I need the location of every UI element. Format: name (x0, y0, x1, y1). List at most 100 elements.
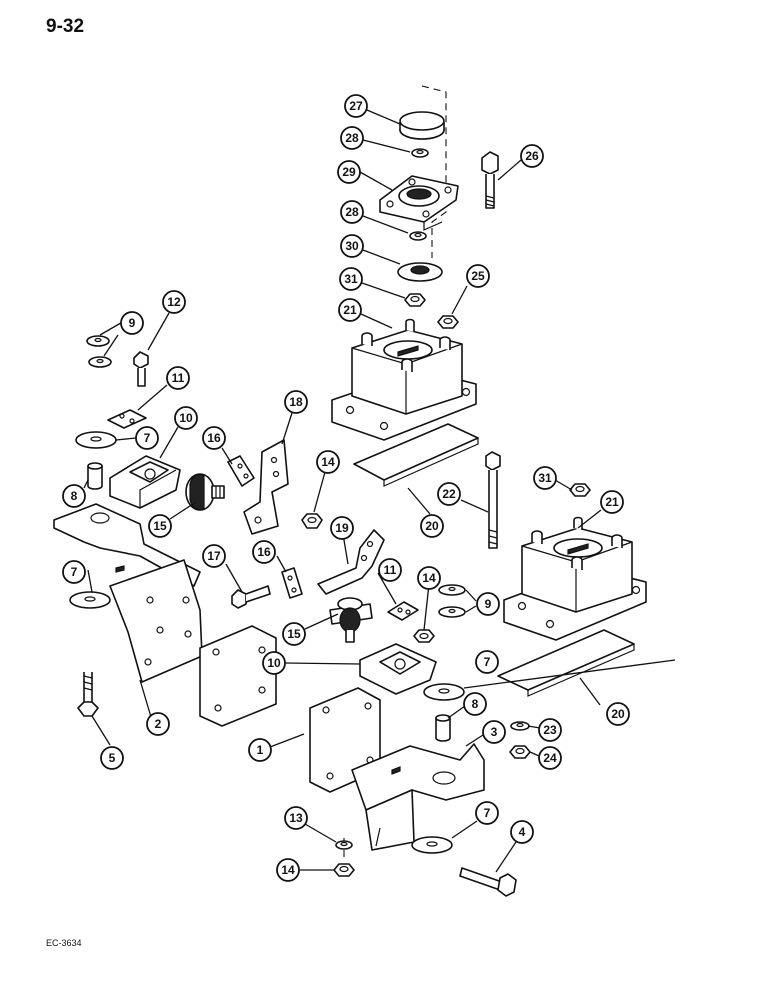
part-8-spacer-mid (435, 714, 451, 742)
part-20-strap-upper (353, 423, 479, 487)
parts-artwork (53, 85, 647, 897)
part-28-washer-lower (409, 231, 427, 241)
part-10-bracket-left (109, 455, 181, 509)
svg-text:19: 19 (335, 521, 349, 535)
callout-31: 31 (533, 466, 557, 490)
part-12-bolt (133, 351, 149, 387)
part-28-washer-upper (411, 148, 429, 158)
part-26-bolt (481, 151, 499, 209)
callout-21: 21 (338, 298, 362, 322)
svg-text:11: 11 (172, 371, 185, 385)
svg-text:17: 17 (207, 549, 221, 563)
svg-text:21: 21 (605, 495, 619, 509)
part-16-plate-lower (281, 567, 303, 599)
part-9-washers-mid (438, 584, 466, 618)
callout-16: 16 (202, 426, 226, 450)
svg-text:8: 8 (71, 489, 78, 503)
svg-text:16: 16 (257, 545, 271, 559)
svg-text:10: 10 (267, 656, 281, 670)
part-3-bracket (351, 743, 485, 851)
svg-text:9: 9 (485, 597, 492, 611)
callout-12: 12 (162, 290, 186, 314)
svg-text:7: 7 (144, 431, 151, 445)
svg-text:28: 28 (345, 205, 359, 219)
svg-text:3: 3 (491, 725, 498, 739)
svg-text:5: 5 (109, 751, 116, 765)
svg-text:13: 13 (289, 811, 303, 825)
svg-text:14: 14 (321, 455, 335, 469)
svg-text:31: 31 (344, 272, 358, 286)
part-23-washer (510, 721, 530, 731)
part-20-strap-lower (497, 629, 635, 697)
callout-11: 11 (378, 558, 402, 582)
svg-text:15: 15 (153, 519, 167, 533)
part-19-bracket (317, 529, 385, 595)
part-14-nut-lower (333, 863, 355, 877)
callout-17: 17 (202, 544, 226, 568)
part-31-nut-right (569, 483, 591, 497)
part-15-rubber-mount-mid (329, 597, 373, 643)
callout-26: 26 (520, 144, 544, 168)
svg-text:28: 28 (345, 131, 359, 145)
svg-text:8: 8 (472, 697, 479, 711)
part-21-mount-block-right (503, 516, 647, 641)
callout-10: 10 (174, 406, 198, 430)
callout-25: 25 (466, 264, 490, 288)
svg-text:7: 7 (484, 655, 491, 669)
part-5-bolt (77, 672, 99, 717)
callout-13: 13 (284, 806, 308, 830)
part-10-bracket-mid (359, 643, 437, 695)
part-9-washers-left (86, 335, 112, 368)
callout-7: 7 (62, 560, 86, 584)
callout-7: 7 (475, 801, 499, 825)
part-29-flange-plate (379, 175, 459, 231)
page-number: 9-32 (46, 16, 85, 37)
svg-text:16: 16 (207, 431, 221, 445)
callout-23: 23 (538, 718, 562, 742)
callout-4: 4 (510, 820, 534, 844)
callout-5: 5 (100, 746, 124, 770)
callout-15: 15 (148, 514, 172, 538)
part-7-washer-bottom (411, 836, 453, 854)
callout-20: 20 (420, 514, 444, 538)
callout-11: 11 (166, 366, 190, 390)
svg-text:24: 24 (543, 751, 557, 765)
part-7-washer-mid-right (423, 683, 465, 701)
callout-31: 31 (339, 267, 363, 291)
callout-24: 24 (538, 746, 562, 770)
callout-15: 15 (282, 622, 306, 646)
svg-text:25: 25 (471, 269, 485, 283)
callout-1: 1 (248, 738, 272, 762)
part-27-cap (399, 111, 445, 140)
svg-text:14: 14 (422, 571, 436, 585)
part-30-rubber-washer (397, 262, 443, 282)
part-2-bracket-left (53, 503, 203, 683)
svg-text:11: 11 (384, 563, 397, 577)
part-31-nut-upper (404, 293, 426, 307)
part-7-washer-left-mid (69, 591, 111, 609)
svg-text:7: 7 (71, 565, 78, 579)
callout-29: 29 (337, 160, 361, 184)
part-16-plate-upper (227, 455, 255, 487)
callouts: 27 28 26 29 28 30 31 25 21 12 9 11 10 7 … (62, 94, 630, 882)
part-1-plate-front (199, 625, 277, 727)
part-7-washer-left-top (75, 431, 117, 449)
svg-text:30: 30 (345, 239, 359, 253)
part-11-plate-left (107, 409, 147, 429)
part-14-nut-mid (413, 629, 435, 643)
part-14-nut-upper (301, 513, 323, 529)
callout-28: 28 (340, 126, 364, 150)
callout-9: 9 (476, 592, 500, 616)
svg-text:18: 18 (289, 395, 303, 409)
callout-20: 20 (606, 702, 630, 726)
svg-text:31: 31 (538, 471, 552, 485)
part-22-long-bolt (485, 451, 501, 549)
callout-14: 14 (276, 858, 300, 882)
svg-text:10: 10 (179, 411, 193, 425)
leader-lines (83, 109, 676, 873)
svg-text:20: 20 (425, 519, 439, 533)
callout-14: 14 (316, 450, 340, 474)
svg-text:22: 22 (442, 487, 456, 501)
part-25-nut (437, 315, 459, 329)
